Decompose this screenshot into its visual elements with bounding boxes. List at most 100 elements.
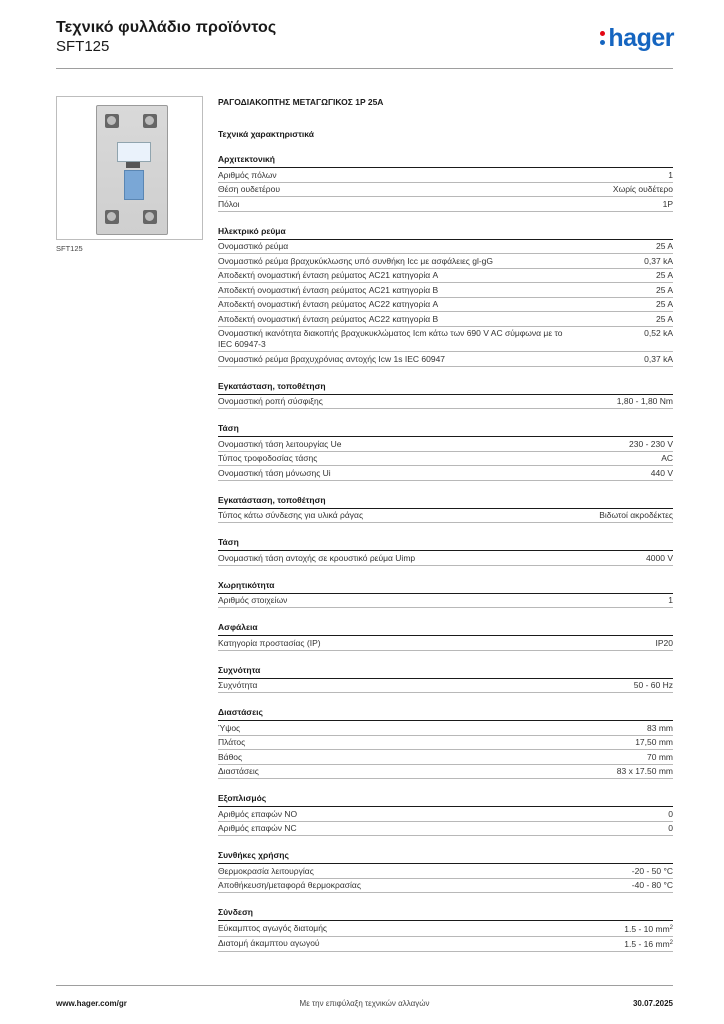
footer-divider bbox=[56, 985, 673, 986]
spec-row: Αριθμός πόλων 1 bbox=[218, 168, 673, 183]
spec-value: 83 x 17.50 mm bbox=[617, 766, 673, 777]
spec-value: 1.5 - 10 mm2 bbox=[624, 923, 673, 935]
spec-row: Πόλοι 1P bbox=[218, 197, 673, 212]
section-title: Διαστάσεις bbox=[218, 706, 673, 721]
spec-row: Θερμοκρασία λειτουργίας -20 - 50 °C bbox=[218, 864, 673, 879]
spec-value: 50 - 60 Hz bbox=[634, 680, 673, 691]
terminal-screw-icon bbox=[105, 210, 119, 224]
spec-value: AC bbox=[661, 453, 673, 464]
spec-value-text: 25 A bbox=[655, 284, 673, 295]
spec-value-text: 0,37 kA bbox=[644, 255, 673, 266]
spec-value: Χωρίς ουδέτερο bbox=[613, 184, 673, 195]
spec-label: Ονομαστική ροπή σύσφιξης bbox=[218, 396, 323, 406]
product-code: SFT125 bbox=[56, 38, 110, 55]
document-title: Τεχνικό φυλλάδιο προϊόντος bbox=[56, 19, 277, 36]
spec-label: Αποθήκευση/μεταφορά θερμοκρασίας bbox=[218, 880, 361, 890]
spec-value-text: 50 - 60 Hz bbox=[633, 680, 673, 690]
spec-value-text: -20 - 50 °C bbox=[631, 865, 673, 876]
spec-value-text: 4000 V bbox=[646, 552, 673, 563]
spec-label: Θέση ουδετέρου bbox=[218, 184, 280, 194]
spec-value-text: 0,37 kA bbox=[644, 353, 673, 364]
spec-row: Ονομαστική τάση αντοχής σε κρουστικό ρεύ… bbox=[218, 551, 673, 566]
spec-value-text: 1P bbox=[662, 198, 673, 209]
spec-label: Αποδεκτή ονομαστική ένταση ρεύματος AC22… bbox=[218, 313, 439, 324]
spec-value-text: Βιδωτοί ακροδέκτες bbox=[599, 510, 673, 520]
spec-row: Αποδεκτή ονομαστική ένταση ρεύματος AC22… bbox=[218, 298, 673, 312]
switch-device-illustration bbox=[96, 105, 168, 235]
spec-row: Ονομαστικό ρεύμα βραχυκύκλωσης υπό συνθή… bbox=[218, 254, 673, 269]
technical-characteristics-heading: Τεχνικά χαρακτηριστικά bbox=[218, 129, 314, 139]
section-title: Χωρητικότητα bbox=[218, 579, 673, 594]
logo-text: hager bbox=[608, 24, 674, 52]
footer-date: 30.07.2025 bbox=[632, 999, 673, 1008]
spec-value-superscript: 2 bbox=[669, 940, 673, 946]
spec-label: Αριθμός επαφών NC bbox=[218, 823, 297, 833]
footer-note: Με την επιφύλαξη τεχνικών αλλαγών bbox=[299, 999, 430, 1008]
spec-value-text: AC bbox=[661, 453, 673, 463]
spec-label: Αποδεκτή ονομαστική ένταση ρεύματος AC22… bbox=[218, 299, 439, 309]
spec-label: Διαστάσεις bbox=[218, 766, 259, 776]
spec-value: -20 - 50 °C bbox=[632, 866, 673, 877]
spec-label: Κατηγορία προστασίας (IP) bbox=[218, 637, 321, 648]
spec-label: Θερμοκρασία λειτουργίας bbox=[218, 865, 314, 876]
spec-label: Αριθμός στοιχείων bbox=[218, 595, 288, 605]
spec-value: 25 A bbox=[656, 241, 673, 252]
page-header: Τεχνικό φυλλάδιο προϊόντος SFT125 hager bbox=[56, 18, 676, 68]
spec-label: Συχνότητα bbox=[218, 680, 258, 690]
terminal-screw-icon bbox=[143, 114, 157, 128]
spec-label: Πόλοι bbox=[218, 198, 240, 209]
spec-label: Ονομαστικό ρεύμα bbox=[218, 241, 289, 251]
spec-value: 25 A bbox=[656, 299, 673, 310]
spec-value: 25 A bbox=[656, 270, 673, 281]
spec-row: Ονομαστικό ρεύμα 25 A bbox=[218, 240, 673, 254]
spec-label: Διατομή άκαμπτου αγωγού bbox=[218, 938, 320, 948]
spec-label: Ονομαστική τάση μόνωσης Ui bbox=[218, 467, 331, 478]
spec-value-text: 1.5 - 10 mm bbox=[624, 923, 670, 934]
spec-label: Αποδεκτή ονομαστική ένταση ρεύματος AC21… bbox=[218, 270, 439, 280]
spec-value-text: 1.5 - 16 mm bbox=[624, 939, 670, 949]
spec-row: Θέση ουδετέρου Χωρίς ουδέτερο bbox=[218, 183, 673, 197]
spec-value-text: 17,50 mm bbox=[635, 737, 673, 747]
hager-logo: hager bbox=[600, 24, 674, 53]
spec-row: Ονομαστικό ρεύμα βραχυχρόνιας αντοχής Ic… bbox=[218, 352, 673, 367]
section-title: Συχνότητα bbox=[218, 664, 673, 679]
spec-value: 1,80 - 1,80 Nm bbox=[617, 396, 673, 407]
spec-row: Αποδεκτή ονομαστική ένταση ρεύματος AC21… bbox=[218, 269, 673, 283]
product-name: ΡΑΓΟΔΙΑΚΟΠΤΗΣ ΜΕΤΑΓΩΓΙΚΟΣ 1P 25A bbox=[218, 97, 384, 107]
spec-value: 4000 V bbox=[646, 553, 673, 564]
product-image-caption: SFT125 bbox=[56, 244, 83, 253]
section-title: Αρχιτεκτονική bbox=[218, 153, 673, 168]
spec-value: 70 mm bbox=[647, 752, 673, 763]
spec-value-text: 25 A bbox=[655, 241, 673, 251]
footer-website-link[interactable]: www.hager.com/gr bbox=[56, 999, 127, 1008]
spec-value-text: 440 V bbox=[650, 467, 673, 478]
spec-label: Ονομαστική ικανότητα διακοπής βραχυκυκλώ… bbox=[218, 328, 563, 349]
spec-value: 17,50 mm bbox=[635, 737, 673, 748]
spec-value-text: 25 A bbox=[655, 299, 673, 309]
section-title: Ασφάλεια bbox=[218, 621, 673, 636]
spec-value: 1 bbox=[668, 170, 673, 181]
spec-value-text: 25 A bbox=[655, 270, 673, 280]
spec-label: Αριθμός πόλων bbox=[218, 169, 277, 180]
spec-value: 25 A bbox=[656, 314, 673, 325]
spec-value-text: 83 mm bbox=[647, 722, 673, 733]
spec-value-text: 0,52 kA bbox=[644, 328, 673, 338]
spec-value-text: -40 - 80 °C bbox=[631, 880, 673, 890]
spec-value: 230 - 230 V bbox=[629, 439, 673, 450]
spec-value-text: 230 - 230 V bbox=[629, 438, 673, 449]
